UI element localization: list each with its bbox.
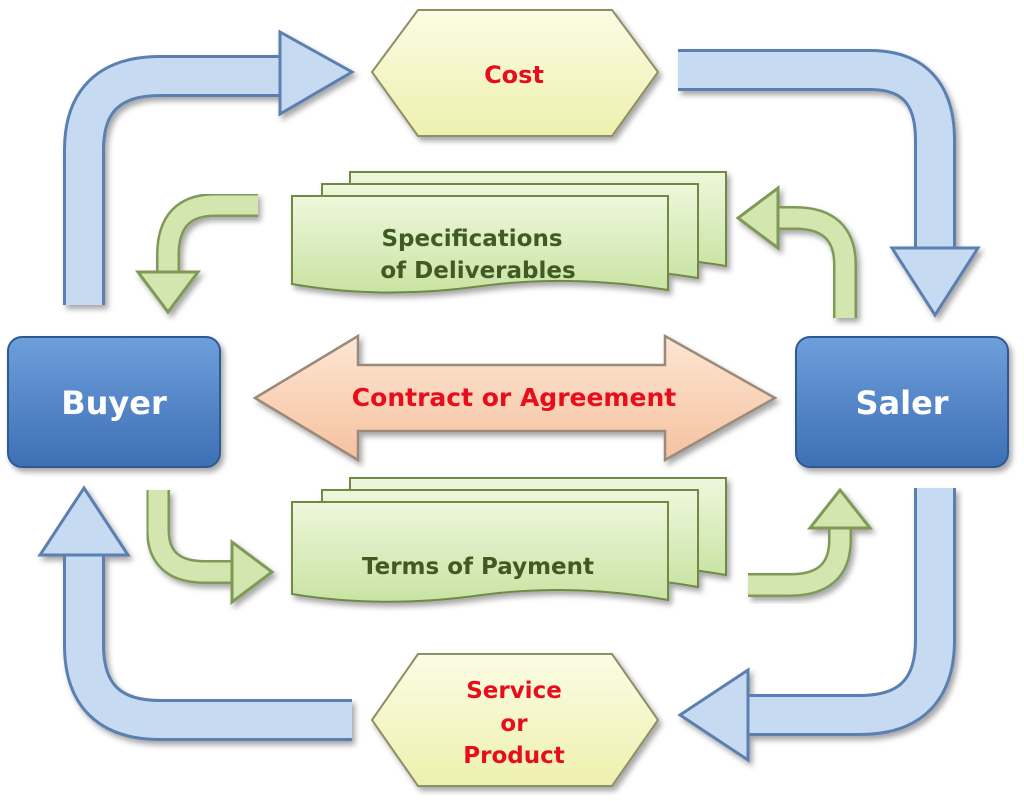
service-label-line2: or <box>500 711 528 737</box>
contract-double-arrow: Contract or Agreement <box>252 333 778 463</box>
arrow-saler-to-service <box>677 488 956 763</box>
service-label-line3: Product <box>463 743 564 769</box>
specifications-document: Specifications of Deliverables <box>291 171 727 294</box>
arrow-buyer-to-cost <box>63 29 356 305</box>
saler-label: Saler <box>855 384 948 422</box>
arrow-buyer-to-terms <box>146 490 275 605</box>
arrow-specs-to-buyer <box>135 193 258 315</box>
arrow-service-to-buyer <box>37 485 352 741</box>
arrow-cost-to-saler <box>678 49 981 318</box>
buyer-box: Buyer <box>7 336 221 468</box>
terms-label: Terms of Payment <box>362 554 594 580</box>
service-label-line1: Service <box>466 678 562 704</box>
service-hexagon: Service or Product <box>370 653 660 787</box>
buyer-label: Buyer <box>61 384 167 422</box>
saler-box: Saler <box>795 336 1009 468</box>
terms-document: Terms of Payment <box>291 477 727 603</box>
specs-label-line2: of Deliverables <box>380 258 575 284</box>
cost-hexagon: Cost <box>370 9 660 137</box>
contract-label: Contract or Agreement <box>352 383 676 412</box>
arrow-terms-to-saler <box>748 487 874 597</box>
cost-label: Cost <box>484 61 544 89</box>
specs-label-line1: Specifications <box>381 226 562 252</box>
arrow-saler-to-specs <box>735 185 857 318</box>
